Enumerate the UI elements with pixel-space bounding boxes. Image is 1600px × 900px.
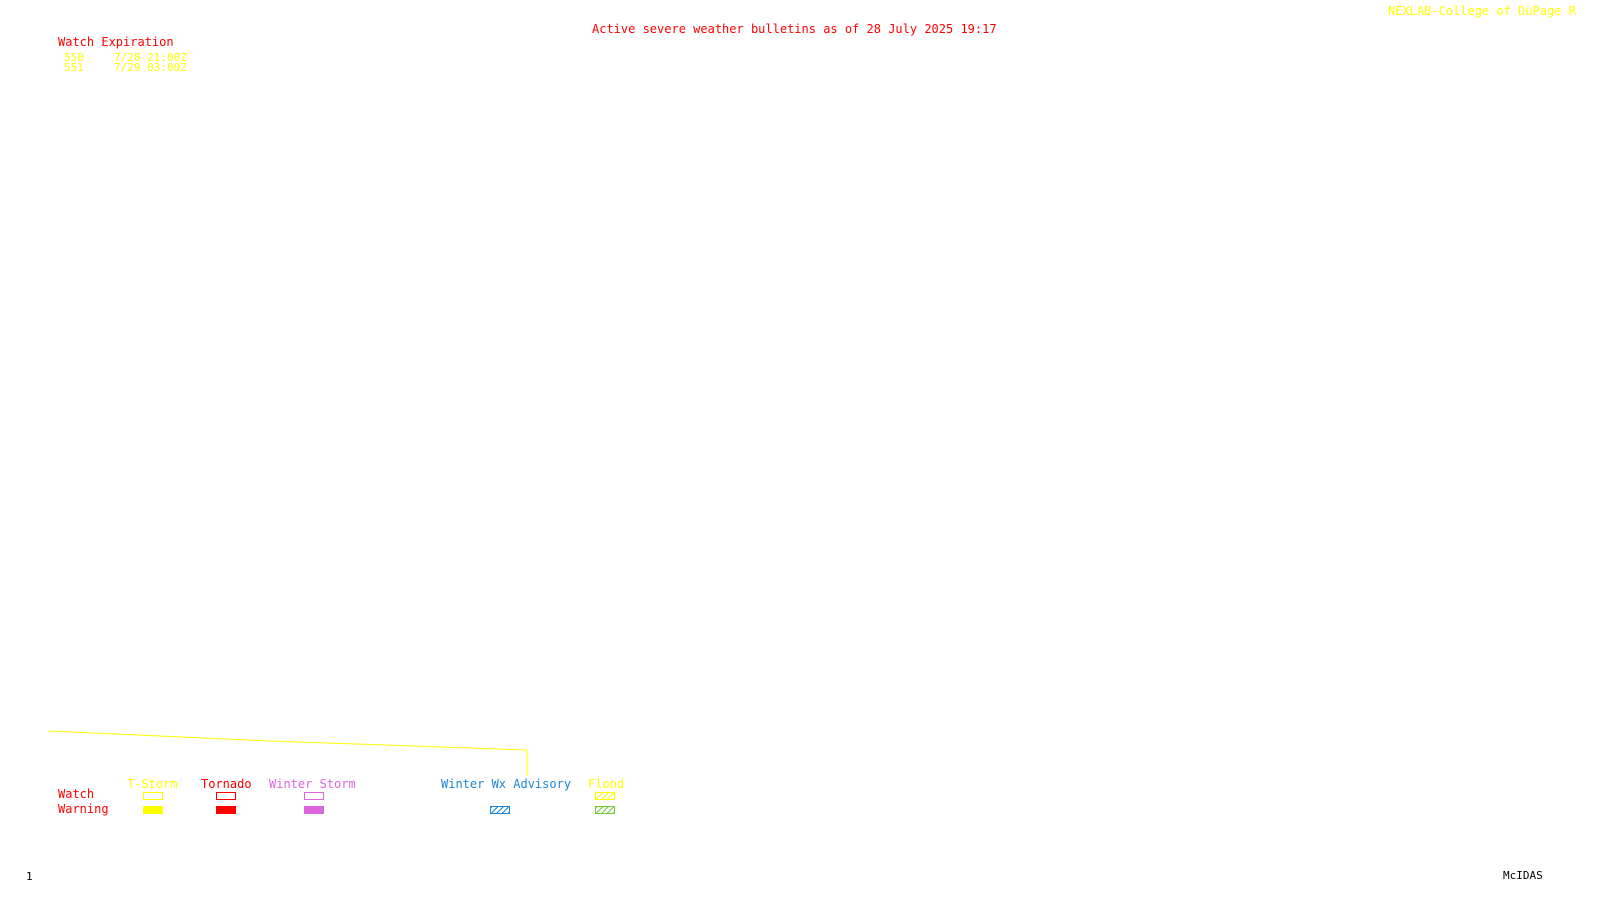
credit-label: NEXLAB-College of DuPage R (1388, 4, 1576, 18)
legend-swatch-flood-watch (595, 792, 615, 800)
boundary-line (47, 730, 528, 776)
software-label: McIDAS (1503, 869, 1543, 882)
legend-label-flood: Flood (588, 777, 625, 791)
legend-label-tstorm: T-Storm (127, 777, 178, 791)
watch-list-item: 551 7/29 03:00Z (64, 61, 187, 74)
legend-swatch-flood-warning (595, 806, 615, 814)
watch-expiration-heading: Watch Expiration (58, 35, 174, 49)
legend-label-winter-storm: Winter Storm (269, 777, 356, 791)
watch-number: 550 (64, 51, 84, 64)
legend-swatch-tornado-warning (216, 806, 236, 814)
legend-row-label-watch: Watch (58, 787, 95, 801)
legend-swatch-winter-storm-watch (304, 792, 324, 800)
watch-expiration-time: 7/28 21:00Z (114, 51, 187, 64)
legend-row-label-warning: Warning (58, 802, 109, 816)
legend-swatch-tstorm-watch (143, 792, 163, 800)
legend-swatch-tstorm-warning (143, 806, 163, 814)
frame-number: 1 (26, 870, 33, 883)
legend-label-tornado: Tornado (201, 777, 252, 791)
page-title: Active severe weather bulletins as of 28… (592, 22, 997, 36)
legend-label-winter-wx-advisory: Winter Wx Advisory (441, 777, 572, 791)
legend-swatch-tornado-watch (216, 792, 236, 800)
legend-swatch-winter-storm-warning (304, 806, 324, 814)
legend-swatch-winter-wx-advisory (490, 806, 510, 814)
watch-expiration-time: 7/29 03:00Z (114, 61, 187, 74)
watch-list-item: 550 7/28 21:00Z (64, 51, 187, 64)
watch-number: 551 (64, 61, 84, 74)
